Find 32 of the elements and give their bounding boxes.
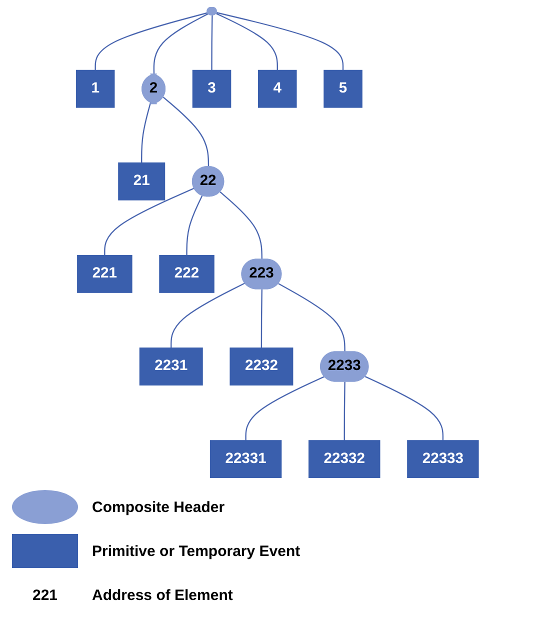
connector	[152, 13, 208, 75]
connector	[216, 12, 344, 70]
connector	[244, 376, 324, 441]
connector	[260, 289, 262, 348]
node-box: 5	[323, 70, 362, 108]
node-box: 21	[118, 162, 165, 200]
node-box: 222	[158, 254, 214, 293]
node-box: 22331	[210, 440, 282, 478]
node-box: 22332	[308, 440, 380, 478]
connector	[343, 382, 346, 441]
node-box: 2231	[139, 348, 202, 386]
node-box: 221	[76, 254, 132, 293]
legend-text: Primitive or Temporary Event	[92, 542, 300, 560]
connector	[140, 102, 151, 163]
legend-text: Address of Element	[92, 586, 233, 604]
node-box: 1	[76, 70, 114, 108]
node-box: 22333	[406, 440, 478, 478]
legend-sample-label: 221	[31, 586, 59, 604]
connector	[210, 15, 212, 70]
connector	[186, 195, 202, 256]
legend-text: Composite Header	[92, 498, 225, 516]
connector	[364, 376, 444, 441]
node-box: 2232	[229, 348, 293, 386]
connector	[94, 12, 208, 70]
node-box: 3	[192, 70, 231, 108]
connector	[278, 283, 346, 352]
connector	[219, 192, 262, 260]
connector	[162, 96, 209, 168]
connector	[216, 12, 278, 70]
node-box: 4	[258, 70, 296, 108]
connector	[104, 188, 194, 256]
connector	[170, 282, 245, 348]
